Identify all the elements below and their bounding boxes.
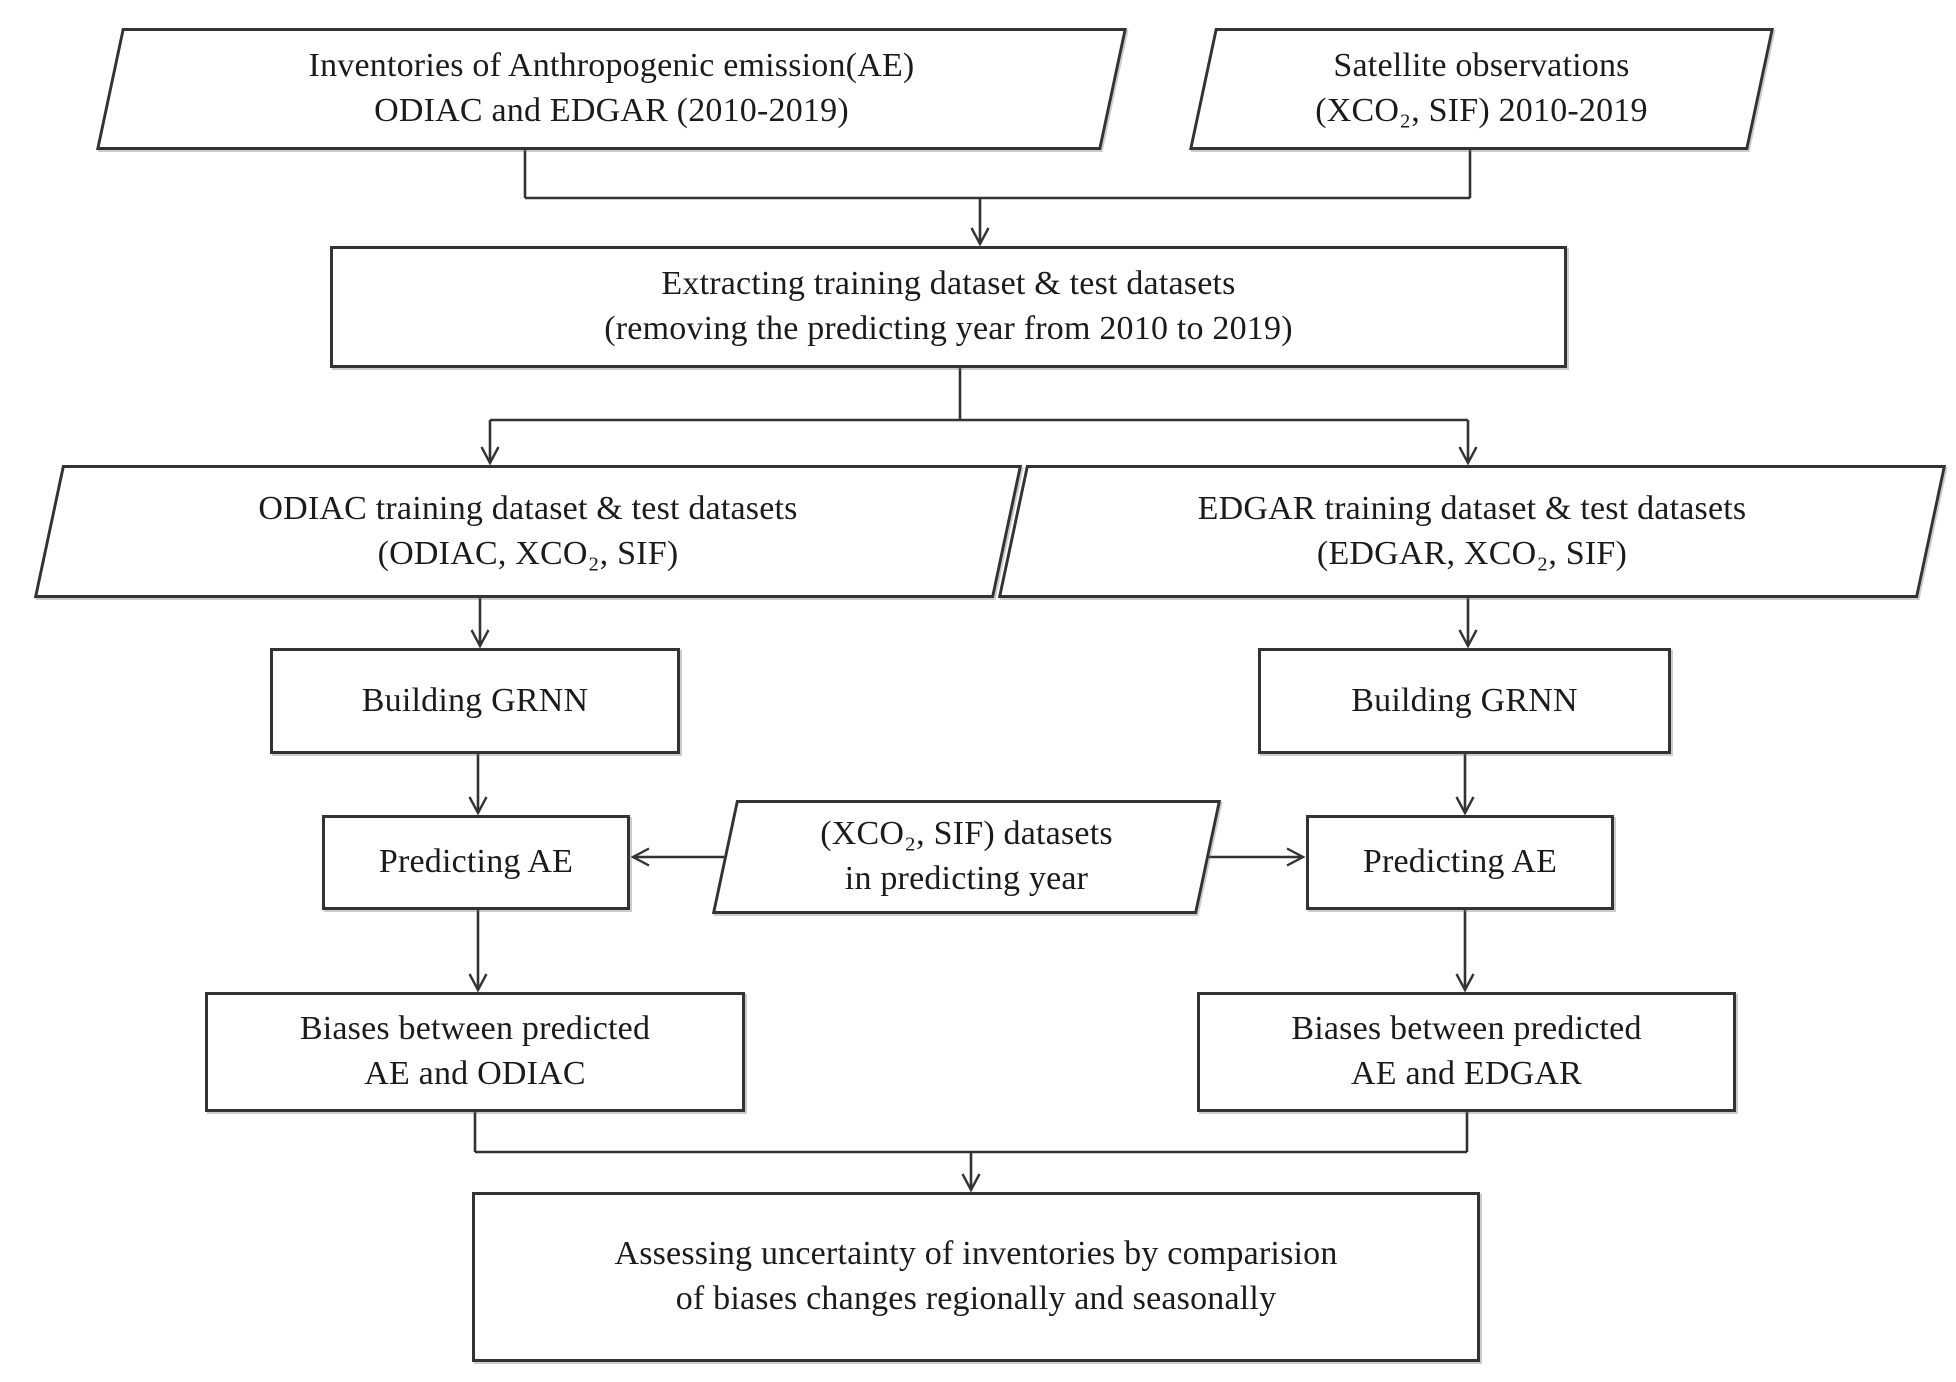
node-satellite-observations: Satellite observations (XCO₂, SIF) 2010-…	[1189, 28, 1774, 150]
rectangle-shape	[1306, 815, 1614, 910]
node-assess-uncertainty-label: Assessing uncertainty of inventories by …	[614, 1235, 1338, 1317]
node-extract-datasets-label: Extracting training dataset & test datas…	[604, 265, 1293, 347]
node-extract-datasets: Extracting training dataset & test datas…	[330, 246, 1567, 368]
rectangle-shape	[472, 1192, 1480, 1362]
node-biases-odiac-label: Biases between predicted AE and ODIAC	[299, 1010, 651, 1092]
node-predicting-ae-right: Predicting AE	[1306, 815, 1614, 910]
node-assess-uncertainty: Assessing uncertainty of inventories by …	[472, 1192, 1480, 1362]
node-building-grnn-right-label: Building GRNN	[1351, 681, 1578, 719]
node-biases-edgar-label: Biases between predicted AE and EDGAR	[1291, 1010, 1642, 1092]
node-predicting-ae-left: Predicting AE	[322, 815, 630, 910]
node-building-grnn-left-label: Building GRNN	[361, 681, 589, 719]
node-predicting-year-datasets-label: (XCO₂, SIF) datasets in predicting year	[820, 815, 1113, 897]
node-odiac-training-dataset-label: ODIAC training dataset & test datasets (…	[258, 489, 798, 572]
node-predicting-ae-left-label: Predicting AE	[378, 843, 574, 881]
node-biases-odiac: Biases between predicted AE and ODIAC	[205, 992, 745, 1112]
rectangle-shape	[330, 246, 1567, 368]
node-biases-edgar: Biases between predicted AE and EDGAR	[1197, 992, 1736, 1112]
rectangle-shape	[322, 815, 630, 910]
node-edgar-training-dataset: EDGAR training dataset & test datasets (…	[997, 465, 1947, 598]
node-inventories-ae-label: Inventories of Anthropogenic emission(AE…	[308, 47, 915, 129]
node-edgar-training-dataset-label: EDGAR training dataset & test datasets (…	[1197, 489, 1747, 572]
rectangle-shape	[205, 992, 745, 1112]
rectangle-shape	[270, 648, 680, 754]
node-predicting-ae-right-label: Predicting AE	[1362, 843, 1558, 881]
node-building-grnn-left: Building GRNN	[270, 648, 680, 754]
node-building-grnn-right: Building GRNN	[1258, 648, 1671, 754]
rectangle-shape	[1258, 648, 1671, 754]
node-inventories-ae: Inventories of Anthropogenic emission(AE…	[96, 28, 1127, 150]
node-satellite-observations-label: Satellite observations (XCO₂, SIF) 2010-…	[1315, 47, 1648, 129]
rectangle-shape	[1197, 992, 1736, 1112]
node-predicting-year-datasets: (XCO₂, SIF) datasets in predicting year	[711, 800, 1222, 914]
node-odiac-training-dataset: ODIAC training dataset & test datasets (…	[33, 465, 1023, 598]
